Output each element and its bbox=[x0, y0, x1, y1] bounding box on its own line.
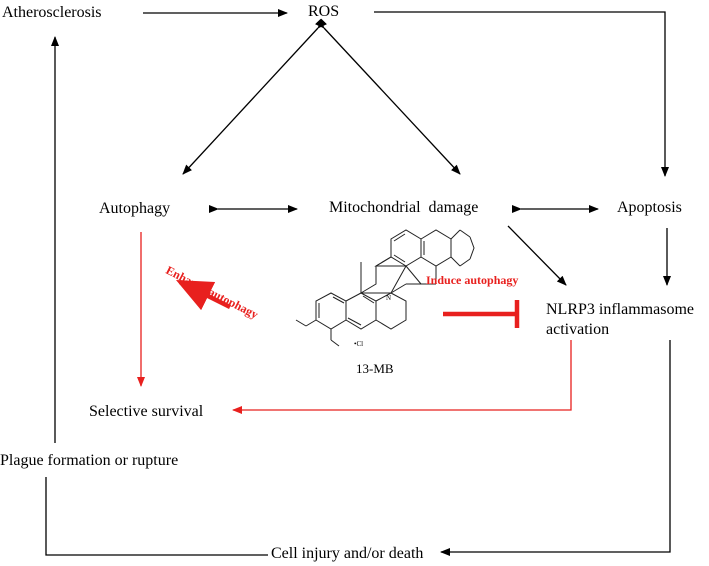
node-nlrp3-line2: activation bbox=[546, 321, 610, 338]
node-ros: ROS bbox=[308, 3, 340, 20]
compound-cl: •Cl bbox=[354, 340, 364, 348]
edge-plague-cell-injury bbox=[45, 477, 268, 556]
enhance-autophagy-arrow bbox=[175, 279, 232, 311]
node-plague-formation: Plague formation or rupture bbox=[0, 452, 179, 469]
node-atherosclerosis: Atherosclerosis bbox=[2, 4, 102, 21]
node-apoptosis: Apoptosis bbox=[617, 199, 682, 216]
edge-ros-mito bbox=[314, 18, 461, 175]
node-cell-injury: Cell injury and/or death bbox=[271, 545, 424, 562]
label-induce-autophagy: Induce autophagy bbox=[426, 273, 519, 287]
node-mitochondrial-damage: Mitochondrial damage bbox=[329, 199, 479, 216]
compound-n-plus: N bbox=[386, 294, 392, 302]
compound-name: 13-MB bbox=[356, 361, 394, 376]
edge-mito-nlrp3 bbox=[507, 225, 567, 286]
compound-13mb-structure bbox=[295, 229, 475, 347]
edge-nlrp3-selective bbox=[232, 340, 572, 414]
node-nlrp3-line1: NLRP3 inflammasome bbox=[546, 301, 694, 318]
edge-nlrp3-cell-injury bbox=[440, 340, 671, 556]
node-autophagy: Autophagy bbox=[99, 200, 171, 217]
edge-ros-apoptosis bbox=[374, 11, 669, 177]
edge-ros-autophagy bbox=[182, 18, 328, 175]
node-selective-survival: Selective survival bbox=[89, 403, 204, 420]
